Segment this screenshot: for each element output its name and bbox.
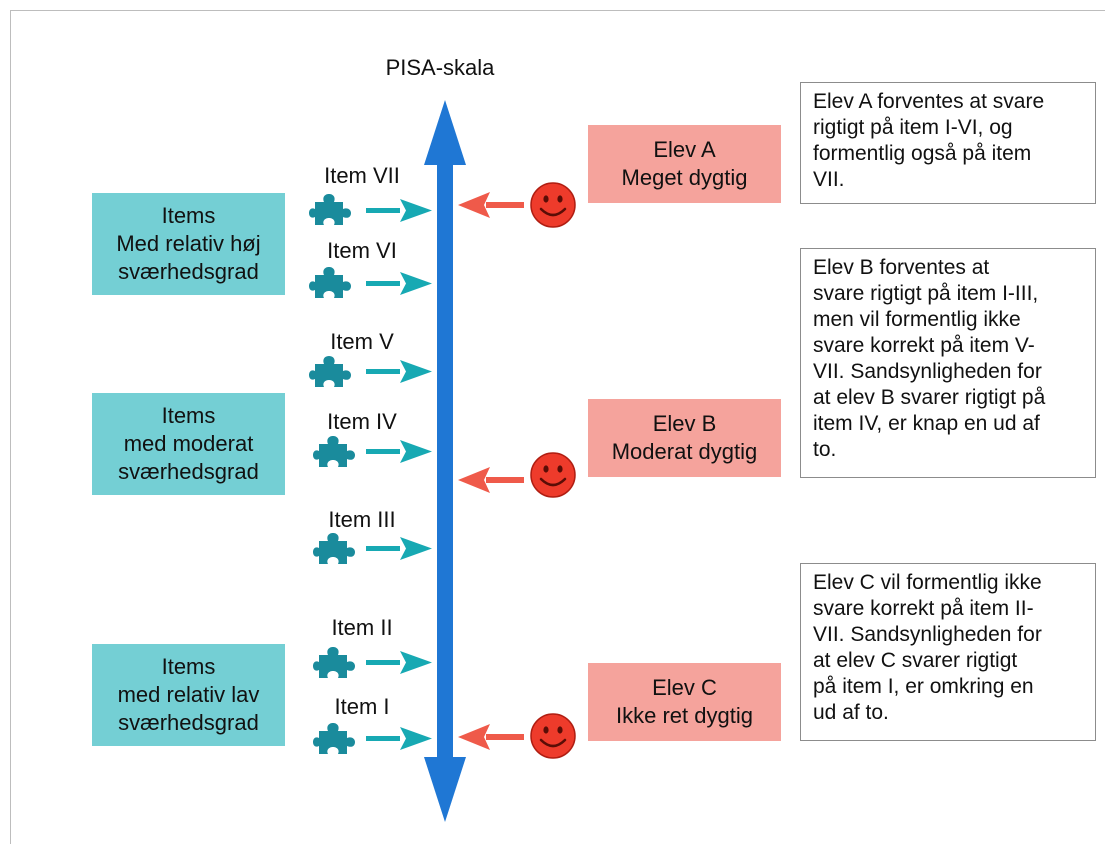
note-line: men vil formentlig ikke <box>813 308 1021 331</box>
item-arrow-icon <box>364 725 434 751</box>
item-arrow-icon <box>364 270 434 296</box>
note-line: på item I, er omkring en <box>813 675 1034 698</box>
item-label-vi: Item VI <box>327 238 397 263</box>
category-line: Items <box>161 203 216 228</box>
student-b-box: Elev B Moderat dygtig <box>588 399 781 477</box>
student-arrow-icon <box>456 467 526 493</box>
note-student-c: Elev C vil formentlig ikke svare korrekt… <box>800 563 1096 741</box>
puzzle-piece-icon <box>306 193 354 227</box>
note-line: VII. Sandsynligheden for <box>813 360 1042 383</box>
student-arrow-icon <box>456 724 526 750</box>
note-line: svare rigtigt på item I-III, <box>813 282 1039 305</box>
student-name: Elev C <box>652 675 717 700</box>
item-label-ii: Item II <box>331 615 393 640</box>
item-label-iv: Item IV <box>327 409 397 434</box>
student-level: Moderat dygtig <box>611 439 758 464</box>
item-label-iii: Item III <box>328 507 396 532</box>
student-name: Elev B <box>652 411 717 436</box>
note-line: VII. Sandsynligheden for <box>813 623 1042 646</box>
note-line: ud af to. <box>813 701 889 724</box>
student-name: Elev A <box>653 137 716 162</box>
note-line: Elev B forventes at <box>813 256 990 279</box>
note-line: formentlig også på item <box>813 142 1032 165</box>
note-line: at elev C svarer rigtigt <box>813 649 1018 672</box>
scale-title: PISA-skala <box>385 55 495 80</box>
item-label-v: Item V <box>330 329 394 354</box>
item-label-i: Item I <box>334 694 390 719</box>
diagram-frame <box>10 10 1105 844</box>
note-student-a: Elev A forventes at svare rigtigt på ite… <box>800 82 1096 204</box>
note-line: at elev B svarer rigtigt på <box>813 386 1046 409</box>
category-line: sværhedsgrad <box>118 459 259 484</box>
student-a-box: Elev A Meget dygtig <box>588 125 781 203</box>
puzzle-piece-icon <box>310 435 358 469</box>
category-high-difficulty: Items Med relativ høj sværhedsgrad <box>92 193 285 295</box>
puzzle-piece-icon <box>310 722 358 756</box>
category-line: Med relativ høj <box>116 231 261 256</box>
note-line: rigtigt på item I-VI, og <box>813 116 1013 139</box>
item-arrow-icon <box>364 649 434 675</box>
puzzle-piece-icon <box>310 646 358 680</box>
smiley-face-icon <box>529 451 577 499</box>
student-c-box: Elev C Ikke ret dygtig <box>588 663 781 741</box>
puzzle-piece-icon <box>306 355 354 389</box>
item-arrow-icon <box>364 438 434 464</box>
note-line: svare korrekt på item V- <box>813 334 1035 357</box>
category-line: Items <box>161 403 216 428</box>
item-arrow-icon <box>364 197 434 223</box>
puzzle-piece-icon <box>306 266 354 300</box>
category-moderate-difficulty: Items med moderat sværhedsgrad <box>92 393 285 495</box>
item-label-vii: Item VII <box>324 163 400 188</box>
category-low-difficulty: Items med relativ lav sværhedsgrad <box>92 644 285 746</box>
smiley-face-icon <box>529 181 577 229</box>
note-line: item IV, er knap en ud af <box>813 412 1040 435</box>
note-line: to. <box>813 438 837 461</box>
category-line: sværhedsgrad <box>118 259 259 284</box>
item-arrow-icon <box>364 535 434 561</box>
puzzle-piece-icon <box>310 532 358 566</box>
double-arrow-icon <box>424 100 466 822</box>
note-line: svare korrekt på item II- <box>813 597 1034 620</box>
item-arrow-icon <box>364 358 434 384</box>
category-line: med moderat <box>123 431 254 456</box>
category-line: med relativ lav <box>117 682 260 707</box>
student-level: Ikke ret dygtig <box>616 703 753 728</box>
smiley-face-icon <box>529 712 577 760</box>
note-line: VII. <box>813 168 845 191</box>
category-line: Items <box>161 654 216 679</box>
note-line: Elev A forventes at svare <box>813 90 1045 113</box>
student-level: Meget dygtig <box>621 165 748 190</box>
category-line: sværhedsgrad <box>118 710 259 735</box>
student-arrow-icon <box>456 192 526 218</box>
note-student-b: Elev B forventes at svare rigtigt på ite… <box>800 248 1096 478</box>
note-line: Elev C vil formentlig ikke <box>813 571 1042 594</box>
